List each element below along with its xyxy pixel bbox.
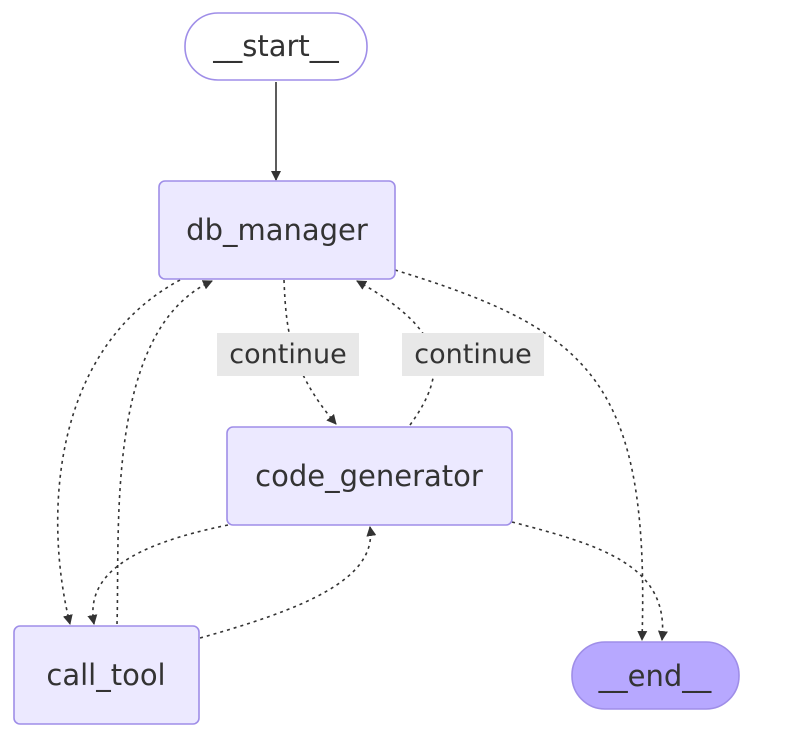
node-db-manager-label: db_manager: [186, 213, 368, 247]
node-end-label: __end__: [598, 659, 712, 693]
node-code-generator-label: code_generator: [255, 459, 483, 493]
node-call-tool[interactable]: call_tool: [13, 625, 200, 725]
node-start-label: __start__: [212, 29, 339, 63]
edge-label-db-to-code-text: continue: [229, 339, 346, 370]
edge-call-tool-to-code-generator: [199, 526, 377, 639]
node-end[interactable]: __end__: [571, 641, 740, 710]
node-db-manager[interactable]: db_manager: [158, 180, 396, 280]
edge-call-tool-to-db-manager: [116, 280, 213, 625]
edge-label-db-to-code: continue: [217, 333, 359, 376]
edge-code-generator-to-db-manager: [356, 280, 435, 426]
edge-code-generator-to-end: [511, 521, 668, 641]
node-call-tool-label: call_tool: [46, 658, 165, 692]
edge-code-generator-to-call-tool: [87, 524, 229, 625]
node-code-generator[interactable]: code_generator: [226, 426, 513, 526]
edge-label-code-to-db: continue: [402, 333, 544, 376]
edge-db-manager-to-call-tool: [56, 279, 181, 625]
node-start[interactable]: __start__: [184, 12, 368, 81]
edge-db-manager-to-end: [394, 269, 648, 641]
edge-label-code-to-db-text: continue: [414, 339, 531, 370]
